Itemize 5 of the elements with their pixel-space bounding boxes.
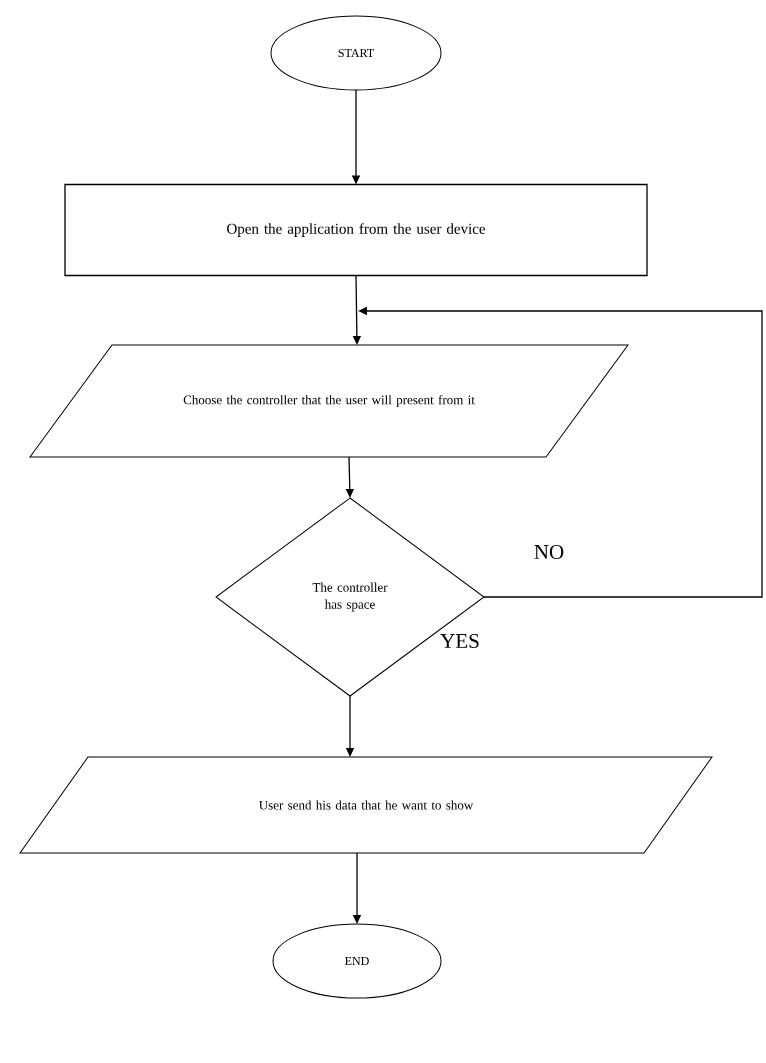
data-parallelogram: Choose the controller that the user will present from it	[29, 344, 629, 458]
edge-label: YES	[439, 632, 481, 650]
process-box: Open the application from the user device	[64, 183, 648, 277]
data-parallelogram: User send his data that he want to show	[19, 756, 713, 854]
edge-label: NO	[532, 543, 566, 561]
